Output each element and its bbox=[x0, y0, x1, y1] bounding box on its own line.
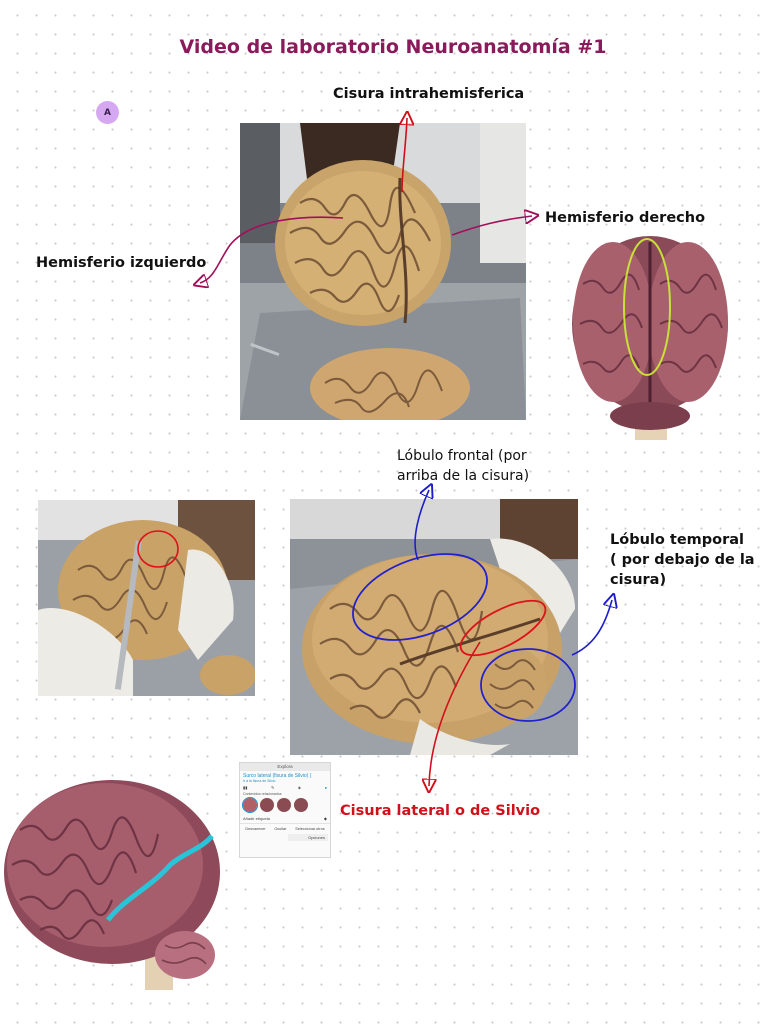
panel-structure-title[interactable]: Surco lateral (fisura de Silvio) ( bbox=[243, 773, 312, 779]
label-lobulo-temporal-line3: cisura) bbox=[610, 572, 667, 588]
label-lobulo-temporal-line1: Lóbulo temporal bbox=[610, 532, 745, 548]
brain-probe-photo bbox=[38, 500, 255, 696]
label-lobulo-frontal-line2: arriba de la cisura) bbox=[397, 468, 530, 484]
add-label-button[interactable]: Añadir etiqueta bbox=[243, 816, 270, 821]
brain-lateral-photo bbox=[290, 499, 578, 755]
label-cisura-intrahemisferica: Cisura intrahemisferica bbox=[333, 86, 525, 102]
panel-thumbnails bbox=[240, 796, 330, 814]
thumbnail-2[interactable] bbox=[260, 798, 274, 812]
label-lobulo-frontal-line1: Lóbulo frontal (por bbox=[397, 448, 527, 464]
panel-actions: Desvanecer Ocultar Seleccionar otros bbox=[240, 823, 330, 834]
label-lobulo-temporal: Lóbulo temporal ( por debajo de la cisur… bbox=[610, 530, 755, 590]
share-icon[interactable]: ● bbox=[324, 785, 327, 790]
pin-icon[interactable]: ✎ bbox=[270, 785, 275, 790]
panel-header: Explora bbox=[240, 763, 330, 771]
select-others-button[interactable]: Seleccionar otros bbox=[295, 827, 325, 831]
label-lobulo-temporal-line2: ( por debajo de la bbox=[610, 552, 755, 568]
hide-button[interactable]: Ocultar bbox=[274, 827, 287, 831]
book-icon[interactable]: ▮▮ bbox=[243, 785, 248, 790]
layers-icon[interactable]: ◈ bbox=[297, 785, 301, 790]
badge-a: A bbox=[96, 101, 119, 124]
label-lobulo-frontal: Lóbulo frontal (por arriba de la cisura) bbox=[397, 446, 529, 486]
brain-top-photo bbox=[240, 123, 526, 420]
panel-section-title[interactable]: Contenidos relacionados bbox=[243, 792, 282, 796]
panel-structure-link[interactable]: Ir a la fisura de Silvio bbox=[243, 779, 276, 783]
thumbnail-4[interactable] bbox=[294, 798, 308, 812]
label-hemisferio-derecho: Hemisferio derecho bbox=[545, 210, 706, 226]
thumbnail-1[interactable] bbox=[242, 797, 258, 813]
model-lateral-view bbox=[0, 770, 226, 990]
label-hemisferio-izquierdo: Hemisferio izquierdo bbox=[36, 255, 207, 271]
fade-button[interactable]: Desvanecer bbox=[245, 827, 266, 831]
page-title: Video de laboratorio Neuroanatomía #1 bbox=[179, 36, 607, 58]
options-button[interactable]: Opciones bbox=[288, 834, 328, 841]
arrow-lobulo-temporal bbox=[571, 600, 612, 656]
panel-label-row: Añadir etiqueta ◆ bbox=[240, 814, 330, 823]
thumbnail-3[interactable] bbox=[277, 798, 291, 812]
model-superior-view bbox=[568, 234, 733, 440]
anatomy-app-panel: Explora Surco lateral (fisura de Silvio)… bbox=[239, 762, 331, 858]
tag-icon[interactable]: ◆ bbox=[323, 816, 327, 821]
panel-tools-row: ▮▮ ✎ ◈ ● bbox=[240, 783, 330, 792]
label-cisura-lateral: Cisura lateral o de Silvio bbox=[340, 803, 541, 819]
